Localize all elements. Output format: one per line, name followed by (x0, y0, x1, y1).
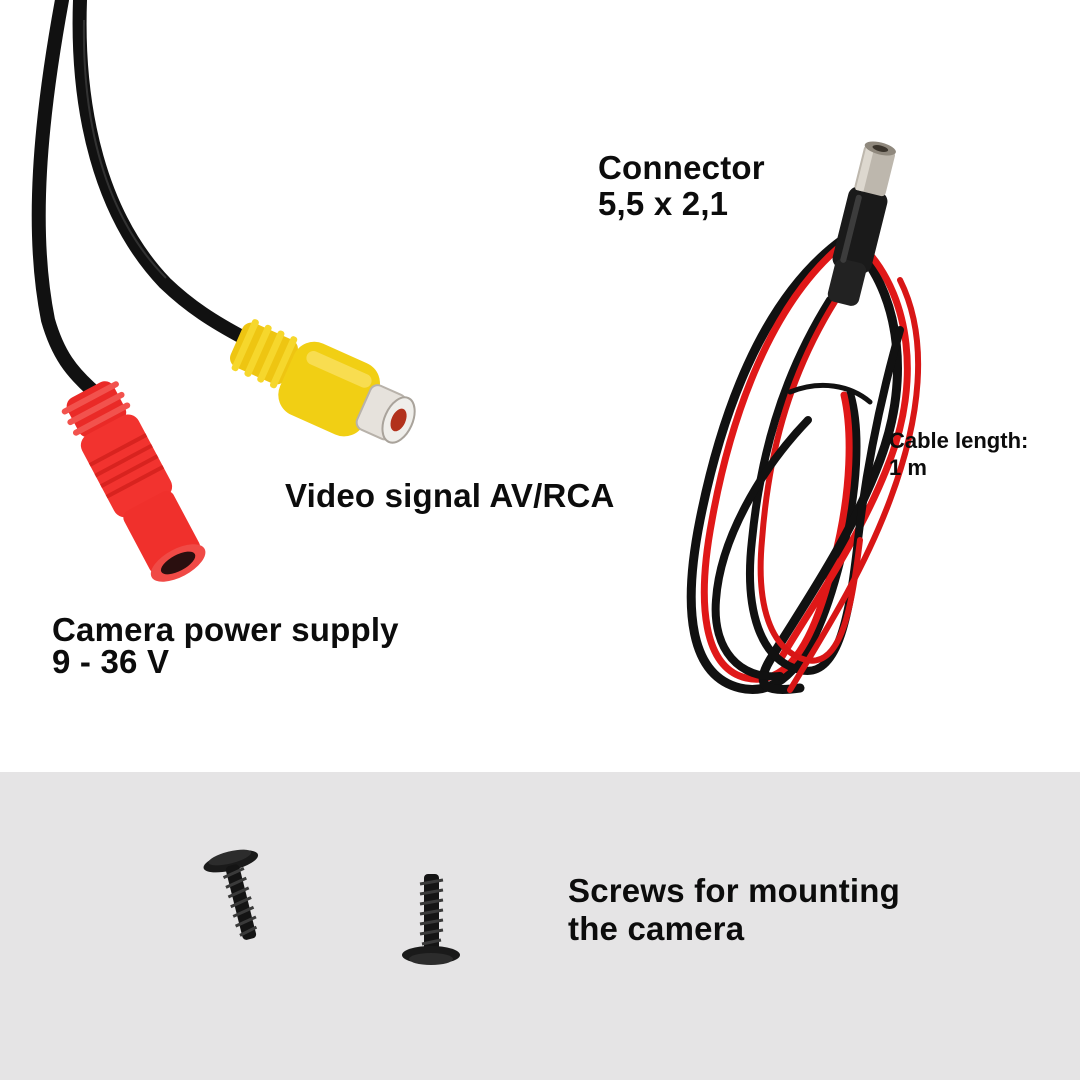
video-signal-label: Video signal AV/RCA (285, 477, 615, 515)
connector-label: Connector 5,5 x 2,1 (598, 150, 765, 222)
power-supply-label-voltage: 9 - 36 V (52, 643, 170, 680)
dc-barrel-connector (827, 141, 896, 306)
connector-label-size: 5,5 x 2,1 (598, 185, 729, 222)
screws-label-line-1: Screws for mounting (568, 872, 900, 909)
connector-label-title: Connector (598, 149, 765, 186)
screws-panel (0, 772, 1080, 1080)
coiled-power-cable (686, 141, 922, 695)
power-connector (61, 381, 206, 582)
cable-length-label-title: Cable length: (889, 428, 1029, 453)
video-signal-label-text: Video signal AV/RCA (285, 477, 615, 514)
camera-cable-assembly (31, 0, 416, 582)
cable-length-label: Cable length: 1 m (889, 427, 1028, 481)
screws-label: Screws for mounting the camera (568, 872, 900, 948)
screws-label-line-2: the camera (568, 910, 745, 947)
cable-length-label-value: 1 m (889, 455, 927, 480)
screw-right (402, 874, 460, 965)
rca-video-connector (230, 319, 416, 444)
power-supply-label-title: Camera power supply (52, 611, 399, 648)
screw-left (203, 849, 259, 940)
power-supply-label: Camera power supply 9 - 36 V (52, 611, 399, 680)
